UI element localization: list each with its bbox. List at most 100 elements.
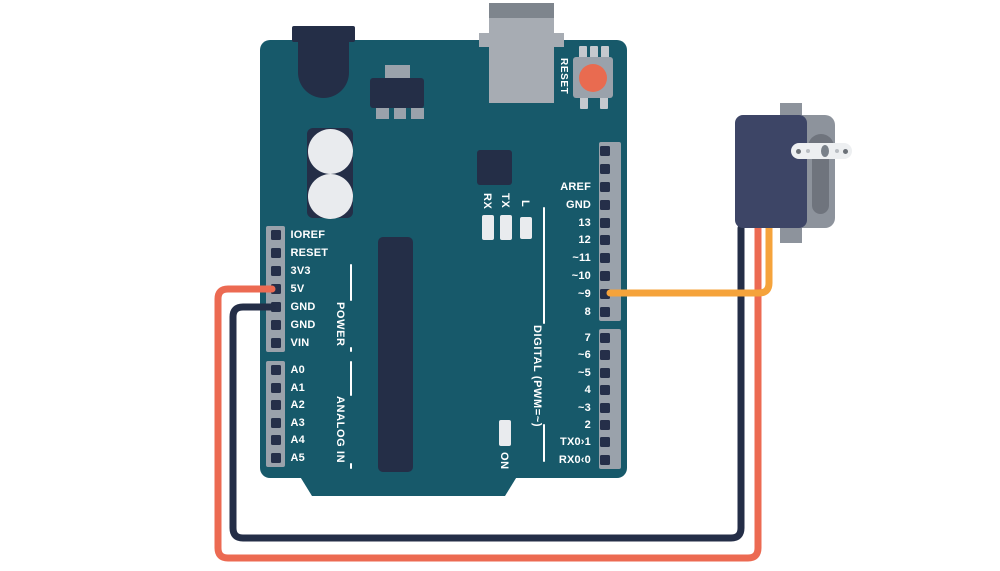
reset-button-leg [601, 46, 609, 58]
pin-row: A0 [266, 361, 305, 379]
pin-row: ~10 [449, 267, 615, 285]
pin-hole [600, 367, 610, 378]
pin-label: GND [290, 301, 316, 313]
pin-row: 8 [449, 303, 615, 321]
pin-hole [270, 364, 281, 375]
analog-group-label: ANALOG IN [334, 396, 346, 464]
pin-hole [600, 437, 610, 448]
pin-label: 3V3 [290, 265, 311, 277]
pin-hole [600, 306, 610, 317]
pin-row: AREF [449, 178, 615, 196]
pin-label: TX0›1 [560, 436, 591, 449]
pin-label: 8 [584, 305, 591, 318]
pin-row: GND [449, 196, 615, 214]
tx-led [500, 215, 512, 240]
pin-hole [270, 400, 281, 411]
pin-row: RESET [266, 244, 328, 262]
pin-label: 2 [584, 418, 591, 431]
pin-hole [270, 382, 281, 393]
servo-body [735, 115, 807, 228]
power-bracket-line [350, 347, 352, 352]
pin-hole [600, 199, 610, 210]
pin-row: 4 [449, 381, 615, 398]
pin-row: A3 [266, 414, 305, 432]
pin-label: ~10 [571, 270, 591, 283]
barrel-jack-body [298, 40, 349, 98]
regulator-leg [411, 108, 424, 119]
pin-hole [600, 454, 610, 465]
pin-hole [270, 248, 281, 258]
pin-label: VIN [290, 337, 310, 349]
pin-label: ~5 [578, 366, 591, 379]
on-led [499, 420, 511, 446]
pin-hole [600, 253, 610, 264]
pin-label: A3 [290, 416, 305, 429]
regulator-leg [376, 108, 389, 119]
wire-power-5v [214, 224, 762, 562]
servo-horn-hole [835, 149, 839, 153]
l-led-label: L [519, 200, 531, 208]
pin-row: VIN [266, 334, 328, 352]
pin-label: 5V [290, 283, 305, 295]
pin-row: 2 [449, 416, 615, 433]
servo-horn-hole [796, 148, 801, 154]
power-bracket-line [350, 264, 352, 301]
l-led [520, 217, 532, 239]
power-pin-rows: IOREF RESET 3V3 5V GND GND VIN [266, 226, 328, 352]
pin-row: A2 [266, 396, 305, 414]
pin-label: RX0‹0 [558, 453, 591, 466]
usb-connector [489, 3, 554, 103]
pin-row [449, 160, 615, 178]
pin-row: IOREF [266, 226, 328, 244]
pin-row: ~6 [449, 347, 615, 364]
pin-hole [270, 338, 281, 348]
pin-hole [600, 350, 610, 361]
pin-label: GND [290, 319, 316, 331]
pin-hole [600, 182, 610, 193]
pin-label: A2 [290, 399, 305, 412]
rx-led [482, 215, 494, 240]
microcontroller-ic [378, 237, 413, 472]
reset-button-leg [579, 46, 587, 58]
pin-hole [600, 235, 610, 246]
arduino-board-bottom-tab [296, 470, 521, 496]
pin-label: A0 [290, 363, 305, 376]
pin-row: A4 [266, 432, 305, 450]
pin-row: 3V3 [266, 262, 328, 280]
arduino-board [260, 40, 627, 478]
pin-hole [600, 146, 610, 157]
pin-label: A4 [290, 434, 305, 447]
pin-hole [600, 402, 610, 413]
crystal [477, 150, 512, 185]
pin-row: 12 [449, 232, 615, 250]
servo-horn-hub [821, 145, 829, 157]
analog-bracket-line [350, 463, 352, 469]
voltage-regulator [370, 78, 424, 108]
usb-connector-top [489, 3, 554, 18]
reset-button-leg [600, 96, 608, 109]
pin-hole [600, 288, 610, 299]
digital-header-bottom [599, 329, 621, 469]
pin-row: ~5 [449, 364, 615, 381]
pin-row: RX0‹0 [449, 451, 615, 468]
pin-label: AREF [560, 181, 591, 194]
servo-horn-hole [806, 149, 810, 153]
pin-label: ~3 [578, 401, 591, 414]
pin-label: ~9 [578, 287, 591, 300]
pin-row: 7 [449, 329, 615, 346]
on-led-label: ON [498, 452, 510, 470]
wire-ground-gnd [229, 224, 745, 542]
pin-hole [270, 320, 281, 330]
pin-label: RESET [290, 247, 329, 259]
pin-hole [270, 417, 281, 428]
pin-label: A1 [290, 381, 305, 394]
reset-button-cap [579, 64, 607, 92]
digital-bracket-line [543, 207, 545, 324]
pin-row: ~9 [449, 285, 615, 303]
digital-bracket-line [543, 424, 545, 462]
pin-label: 4 [584, 384, 591, 397]
tx-led-label: TX [499, 193, 511, 209]
pin-row: A1 [266, 379, 305, 397]
reset-button-leg [590, 46, 598, 58]
